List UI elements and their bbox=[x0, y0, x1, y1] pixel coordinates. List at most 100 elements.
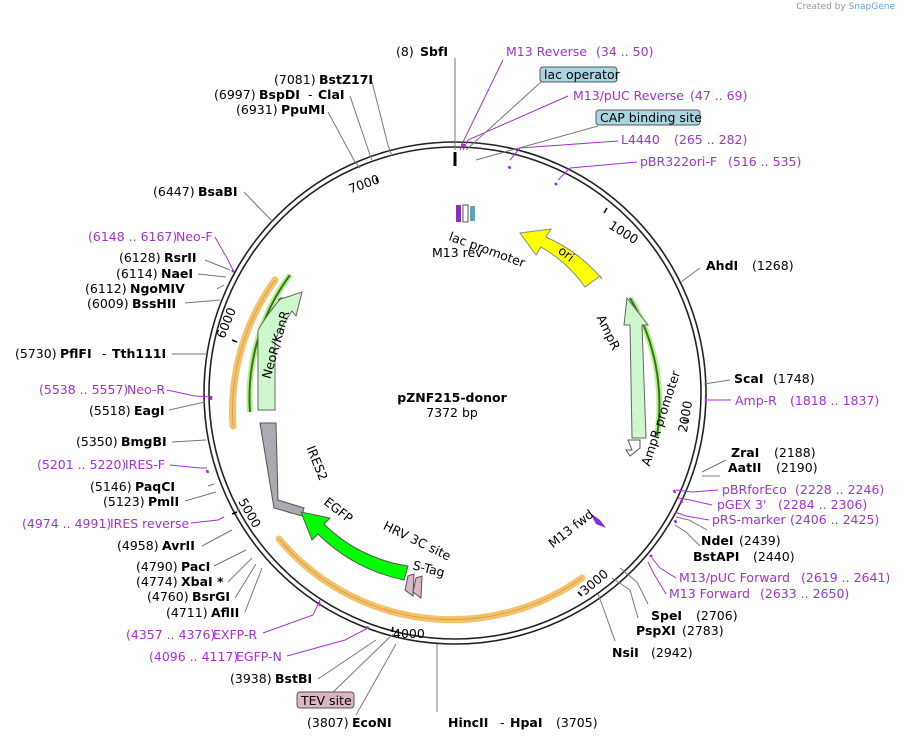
sites-2-name2: ClaI bbox=[318, 87, 345, 102]
sites-7-pos: (6112) bbox=[85, 281, 127, 296]
sites-20-pos: (3807) bbox=[307, 715, 349, 730]
plasmid-size: 7372 bp bbox=[426, 405, 478, 420]
separator: - bbox=[500, 715, 505, 730]
sites-3-name: PpuMI bbox=[281, 102, 325, 117]
primers-12-range: (4974 .. 4991) bbox=[22, 516, 111, 531]
sites-24-pos: (2706) bbox=[696, 608, 738, 623]
tev-leader bbox=[329, 633, 394, 696]
lac-operator-box bbox=[539, 66, 618, 83]
sites-28-pos: (2188) bbox=[774, 445, 816, 460]
sites-20-name: EcoNI bbox=[352, 715, 392, 730]
primers-8-name: M13/pUC Forward bbox=[679, 570, 790, 585]
lac-promoter-mark bbox=[462, 204, 469, 223]
ori-arrow bbox=[519, 228, 603, 288]
sites-8-name: BssHII bbox=[132, 296, 176, 311]
primer-marks bbox=[205, 143, 708, 630]
sites-16-pos: (4774) bbox=[136, 574, 178, 589]
ires2-arrow bbox=[259, 422, 305, 517]
sites-25-name: BstAPI bbox=[693, 549, 739, 564]
cap-leader bbox=[475, 125, 599, 161]
sites-6-name: NaeI bbox=[161, 266, 193, 281]
sites-7-name: NgoMIV bbox=[130, 281, 185, 296]
sites-1-pos: (7081) bbox=[274, 72, 316, 87]
primers-11-range: (4096 .. 4117) bbox=[149, 649, 238, 664]
cap-mark bbox=[470, 206, 475, 221]
sites-22-name: NsiI bbox=[612, 645, 639, 660]
sites-26-pos: (2439) bbox=[739, 533, 781, 548]
ruler-2000: 2000 bbox=[675, 399, 695, 433]
sites-9-pos: (5730) bbox=[15, 346, 57, 361]
ruler bbox=[231, 177, 689, 633]
primers-6-range: (2284 .. 2306) bbox=[778, 497, 867, 512]
primers-6-name: pGEX 3' bbox=[717, 497, 766, 512]
primers-11-name: EGFP-N bbox=[236, 649, 282, 664]
m13-rev-mark bbox=[456, 205, 461, 222]
m13-rev-label: M13 rev bbox=[432, 245, 483, 260]
sites-29-pos: (1748) bbox=[773, 371, 815, 386]
primers-13-range: (5201 .. 5220) bbox=[37, 457, 126, 472]
m13-fwd-label: M13 fwd bbox=[545, 506, 596, 550]
sites-30-name: AhdI bbox=[706, 258, 738, 273]
primers-2-name: L4440 bbox=[621, 132, 660, 147]
sites-13-name: PmlI bbox=[148, 494, 179, 509]
plasmid-name: pZNF215-donor bbox=[397, 390, 507, 405]
cap-binding-box bbox=[595, 109, 701, 126]
ampr-arrow bbox=[623, 296, 650, 439]
primers-15-name: Neo-F bbox=[176, 229, 213, 244]
m13-fwd-mark bbox=[590, 513, 606, 528]
sites-27-name: AatII bbox=[728, 460, 761, 475]
sites-2-pos: (6997) bbox=[214, 87, 256, 102]
sites-22-pos: (2942) bbox=[651, 645, 693, 660]
sites-4-name: BsaBI bbox=[198, 184, 238, 199]
sites-13-pos: (5123) bbox=[103, 494, 145, 509]
sites-24-name: SpeI bbox=[651, 608, 682, 623]
primers-9-name: M13 Forward bbox=[669, 586, 750, 601]
sites-8-pos: (6009) bbox=[87, 296, 129, 311]
primers-9-range: (2633 .. 2650) bbox=[760, 586, 849, 601]
primer-labels: M13 Reverse (34 .. 50) M13/pUC Reverse (… bbox=[22, 44, 890, 664]
ampr-label: AmpR bbox=[594, 312, 624, 352]
credit-brand: SnapGene bbox=[848, 2, 895, 12]
sites-11-pos: (5350) bbox=[76, 434, 118, 449]
primers-14-range: (5538 .. 5557) bbox=[39, 382, 128, 397]
ampr-promoter-arrow bbox=[625, 439, 641, 457]
sites-14-pos: (4958) bbox=[117, 538, 159, 553]
sites-0-pos: (8) bbox=[396, 44, 414, 59]
sites-15-pos: (4790) bbox=[136, 559, 178, 574]
sites-29-name: ScaI bbox=[734, 371, 764, 386]
sites-10-name: EagI bbox=[134, 403, 165, 418]
primer-leaders bbox=[166, 59, 731, 657]
sites-9-name2: Tth111I bbox=[112, 346, 166, 361]
ruler-1000: 1000 bbox=[606, 217, 641, 247]
primers-3-name: pBR322ori-F bbox=[640, 154, 717, 169]
primers-4-name: Amp-R bbox=[735, 393, 777, 408]
sites-4-pos: (6447) bbox=[153, 184, 195, 199]
tev-site-label: TEV site bbox=[300, 693, 352, 708]
credit-prefix: Created by bbox=[796, 2, 846, 12]
sites-10-pos: (5518) bbox=[89, 403, 131, 418]
primers-7-name: pRS-marker bbox=[712, 512, 787, 527]
ruler-6000: 6000 bbox=[213, 305, 239, 340]
primers-14-name: Neo-R bbox=[127, 382, 165, 397]
enzyme-labels: (8) SbfI (7081) BstZ17I (6997) BspDI - C… bbox=[15, 44, 818, 730]
primers-5-range: (2228 .. 2246) bbox=[795, 482, 884, 497]
ires2-label: IRES2 bbox=[304, 443, 331, 482]
egfp-arrow bbox=[300, 511, 409, 581]
sites-11-name: BmgBI bbox=[121, 434, 167, 449]
cap-binding-label: CAP binding site bbox=[600, 110, 702, 125]
sites-5-pos: (6128) bbox=[119, 250, 161, 265]
sites-14-name: AvrII bbox=[162, 538, 195, 553]
hrv-label: HRV 3C site bbox=[381, 518, 454, 564]
sites-6-pos: (6114) bbox=[116, 266, 158, 281]
primers-0-name: M13 Reverse bbox=[506, 44, 587, 59]
sites-19-pos: (3938) bbox=[230, 671, 272, 686]
primers-8-range: (2619 .. 2641) bbox=[801, 570, 890, 585]
sites-26-name: NdeI bbox=[701, 533, 734, 548]
enzyme-leaders bbox=[168, 58, 731, 716]
sites-28-name: ZraI bbox=[731, 445, 759, 460]
stag-mark bbox=[412, 575, 423, 599]
sites-25-pos: (2440) bbox=[753, 549, 795, 564]
sites-21-name: HincII bbox=[448, 715, 488, 730]
primers-2-range: (265 .. 282) bbox=[674, 132, 747, 147]
